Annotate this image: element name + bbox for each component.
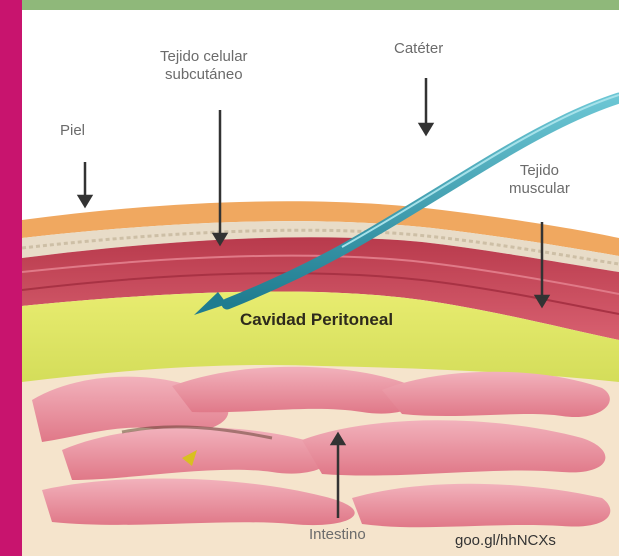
- label-tejido-muscular: Tejido muscular: [509, 162, 570, 198]
- label-tejido-celular-line2: subcutáneo: [160, 66, 248, 84]
- left-border-bar: [0, 0, 22, 556]
- illustration-canvas: Piel Tejido celular subcutáneo Catéter T…: [22, 10, 619, 556]
- top-border-bar: [22, 0, 619, 10]
- label-intestino: Intestino: [309, 526, 366, 544]
- label-cavidad-peritoneal: Cavidad Peritoneal: [240, 310, 393, 330]
- label-tejido-muscular-line2: muscular: [509, 180, 570, 198]
- label-tejido-celular: Tejido celular subcutáneo: [160, 48, 248, 84]
- source-link[interactable]: goo.gl/hhNCXs: [455, 532, 556, 549]
- label-cateter: Catéter: [394, 40, 443, 58]
- anatomy-illustration: [22, 10, 619, 556]
- arrow-cateter-head: [420, 124, 432, 134]
- label-cateter-text: Catéter: [394, 40, 443, 57]
- label-piel-text: Piel: [60, 122, 85, 139]
- label-piel: Piel: [60, 122, 85, 140]
- label-tejido-muscular-line1: Tejido: [509, 162, 570, 180]
- label-intestino-text: Intestino: [309, 526, 366, 543]
- arrow-piel-head: [79, 196, 91, 206]
- label-tejido-celular-line1: Tejido celular: [160, 48, 248, 66]
